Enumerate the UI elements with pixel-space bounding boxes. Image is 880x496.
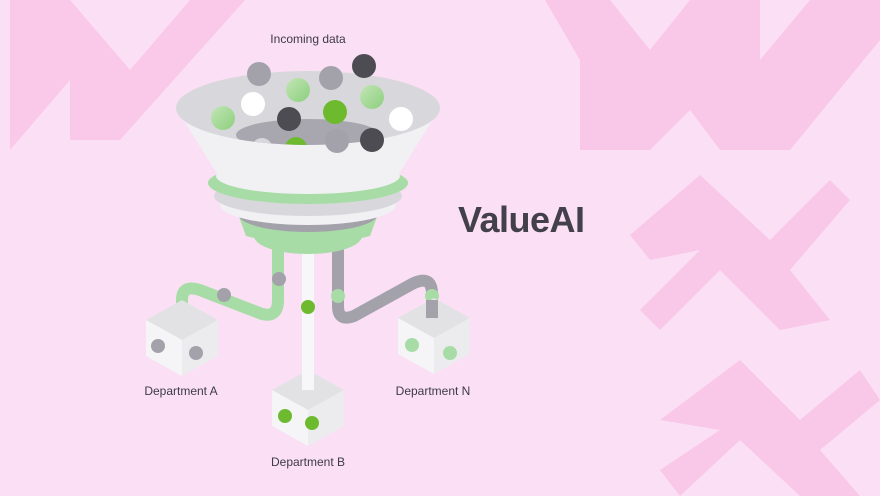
data-dot bbox=[360, 128, 384, 152]
data-dot bbox=[217, 288, 231, 302]
department-box-icon bbox=[272, 362, 344, 446]
data-dot bbox=[247, 62, 271, 86]
data-dot bbox=[325, 129, 349, 153]
data-dot bbox=[443, 346, 457, 360]
data-dot bbox=[211, 106, 235, 130]
data-dot bbox=[305, 416, 319, 430]
data-dot bbox=[319, 66, 343, 90]
pipe-to-department-a bbox=[176, 238, 284, 324]
department-a-label: Department A bbox=[144, 384, 218, 398]
data-dot bbox=[323, 100, 347, 124]
data-dot bbox=[285, 137, 307, 145]
data-dot bbox=[405, 338, 419, 352]
brand-title: ValueAI bbox=[458, 199, 585, 240]
data-dot bbox=[241, 92, 265, 116]
department-box-icon bbox=[398, 298, 470, 374]
data-dot bbox=[301, 300, 315, 314]
data-dot bbox=[389, 107, 413, 131]
data-dot bbox=[278, 409, 292, 423]
data-dot bbox=[189, 346, 203, 360]
data-dot bbox=[352, 54, 376, 78]
data-dot bbox=[151, 339, 165, 353]
data-dot bbox=[277, 107, 301, 131]
incoming-data-label: Incoming data bbox=[270, 32, 346, 46]
data-dot bbox=[360, 85, 384, 109]
background-decor bbox=[10, 0, 880, 496]
pipe-data-dots bbox=[217, 272, 439, 314]
department-box-icon bbox=[146, 300, 218, 376]
department-b-label: Department B bbox=[270, 455, 346, 469]
funnel-icon bbox=[176, 71, 440, 254]
data-dot bbox=[272, 272, 286, 286]
pipe-to-department-n bbox=[332, 238, 438, 324]
data-dot bbox=[286, 78, 310, 102]
department-n-label: Department N bbox=[395, 384, 471, 398]
incoming-data-balls bbox=[211, 54, 413, 153]
data-dot bbox=[331, 289, 345, 303]
